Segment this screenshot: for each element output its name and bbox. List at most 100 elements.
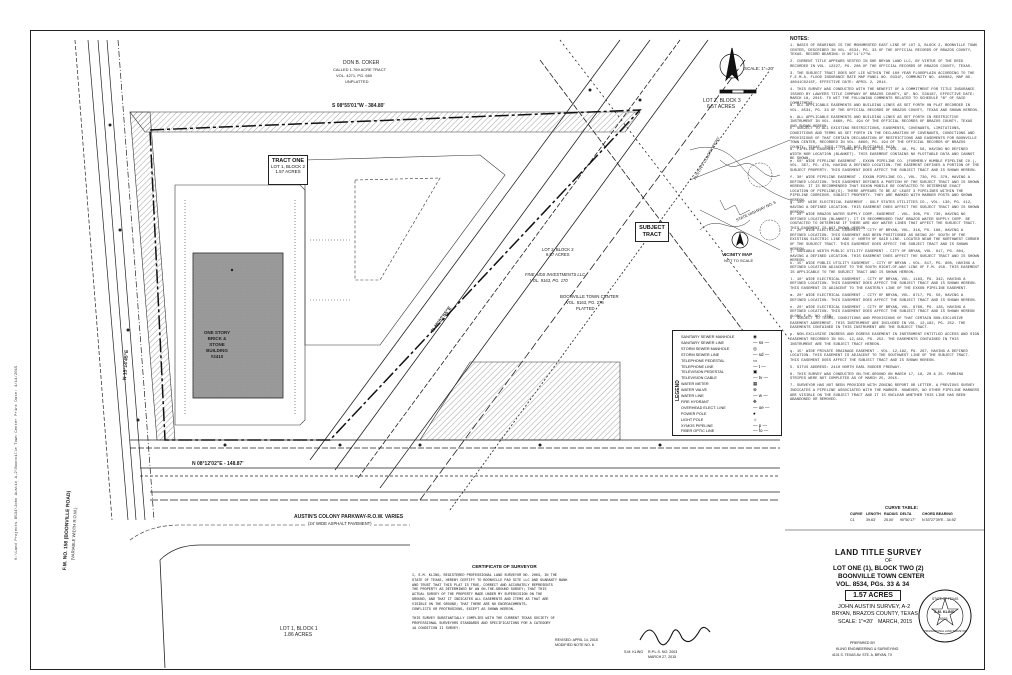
legend-item-label: FIRE HYDRANT [681,399,710,404]
survey-name: JOHN AUSTIN SURVEY, A-2 [838,604,911,610]
fine-aids-label: FINE AIDS INVESTMENTS LLC [525,272,586,277]
curve-table-cell: C1 [850,518,855,522]
certificate-line: I, S.M. KLING, REGISTERED PROFESSIONAL L… [412,574,557,578]
survey-vol-line: VOL. 8534, PGs. 33 & 34 [836,581,910,588]
curve-table-cell: 25.00' [884,518,894,522]
note-item: i. 20' WIDE ELECTRICAL EASEMENT - CITY O… [790,229,980,252]
survey-title: LAND TITLE SURVEY [835,548,922,557]
note-item: g. 100' WIDE ELECTRICAL EASEMENT - GULF … [790,201,980,215]
certificate-block: CERTIFICATE OF SURVEYOR I, S.M. KLING, R… [412,560,602,660]
note-item: 5. SITUS ADDRESS: 2410 NORTH EARL RUDDER… [790,365,902,370]
lot-1-block-1-acres: 1.86 ACRES [284,632,313,638]
legend-symbol-icon: — sd — [753,351,770,357]
surveyor-seal [918,589,972,643]
south-line-bearing: N 08°12'02"E - 148.87' [190,461,246,467]
legend-symbol-icon: ▣ [753,369,758,375]
legend-symbol-icon: ● [753,410,756,416]
don-coker-unplat: UNPLATTED [345,79,369,84]
legend-symbol-icon: ☼ [753,416,758,422]
curve-table-header: DELTA [900,512,912,516]
legend-item-label: STORM SEWER LINE [681,352,720,357]
tract-one-box: TRACT ONE LOT 1, BLOCK 2 1.57 ACRES [268,155,308,185]
legend-symbol-icon: — t — [753,363,766,369]
legend-item-label: TELEVISION CABLE [681,376,717,381]
note-item: j. VARIABLE WIDTH PUBLIC UTILITY EASEMEN… [790,250,980,264]
legend-symbol-icon: — tv — [753,375,769,381]
curve-table-header: LENGTH [866,512,881,516]
note-item: h. 20' WIDE BRAZOS WATER SUPPLY CORP. EA… [790,213,977,231]
scale-bar [719,89,757,94]
prepared-by: PREPARED BY [850,641,876,645]
legend-symbol-icon: ▦ [753,381,758,387]
vicinity-map-label: VICINITY MAP [722,252,753,257]
legend-symbol-icon: ◉ [753,334,757,339]
subject-label: SUBJECT [639,225,665,231]
west-easement [129,111,176,441]
boonville-vol: VOL. 8163, PG. 276 [566,300,604,305]
legend-item-label: TELEVISION PEDESTAL [681,370,724,375]
curve-table-cell: 39.63' [866,518,876,522]
note-item: 2. CURRENT TITLE APPEARS VESTED IN SHE B… [790,60,973,69]
fine-aids-vol: VOL. 9163, PG. 170 [530,278,568,283]
certificate-line: STATE OF TEXAS, HEREBY CERTIFY TO BOONVI… [412,578,568,583]
legend-item-label: POWER POLE [681,411,707,416]
austins-colony-label: AUSTIN'S COLONY PARKWAY-R.O.W. VARIES [292,514,406,520]
boonville-platted: PLATTED [576,306,595,311]
vicinity-not-to-scale: NOT TO SCALE [724,258,754,263]
signature-name: S.M. KLING [624,650,644,654]
seal-state: STATE OF TEXAS [932,597,959,601]
seal-name: S.M. KLING [934,610,955,614]
note-item: f. 30' WIDE PIPELINE EASEMENT - EXXON PI… [790,176,980,203]
curve-table-title: CURVE TABLE: [885,505,919,510]
vicinity-north-arrow [731,231,749,249]
legend-item-label: WATER LINE [681,394,704,398]
signature-date: MARCH 27, 2015 [648,655,677,659]
note-item: a. ALL APPLICABLE EASEMENTS AND BUILDING… [790,104,980,113]
certificate-line: ACTUAL SURVEY OF THE PROPERTY MADE UNDER… [412,593,543,598]
lot-1-block-1-label: LOT 1, BLOCK 1 [280,626,318,632]
don-coker-vol: VOL. 4271, PG. 669 [336,73,373,78]
don-coker-label: DON B. COKER [343,60,380,66]
lot-2-block-2-acres: 6.57 ACRES [546,252,570,257]
legend-item-label: FIBER OPTIC LINE [681,429,715,434]
curve-table-cell: 90°50'17" [900,518,916,522]
legend-item-label: XYMOS PIPELINE [681,423,713,428]
firm-name: KLING ENGINEERING & SURVEYING [836,647,899,651]
legend-item-label: SANITARY SEWER MANHOLE [681,335,735,339]
certificate-line: PROFESSIONAL SURVEYORS STANDARDS AND SPE… [412,622,551,626]
legend-item-label: TELEPHONE PEDESTAL [681,358,725,363]
don-coker-sub: CALLED 1.769 ACRE TRACT [333,67,387,72]
note-item: n. 20' WIDE ELECTRICAL EASEMENT - CITY O… [790,305,975,319]
certificate-line: GROUND, AND THAT IT INDICATES ALL EASEME… [412,598,549,602]
note-item: q. 15' WIDE PRIVATE DRAINAGE EASEMENT - … [790,349,971,363]
certificate-line: AND TRUST THAT THIS PLAT IS TRUE, CORREC… [412,583,553,588]
lot-2-block-3-label: LOT 2, BLOCK 3 [703,98,741,104]
legend-item-label: SANITARY SEWER LINE [681,340,725,345]
note-item: 3. THE SUBJECT TRACT DOES NOT LIE WITHIN… [790,71,975,85]
curve-table-header: RADIUS [884,512,898,516]
parking-lots [174,154,506,426]
sheet-border [30,30,985,670]
tract-one-title: TRACT ONE [271,158,305,164]
lot-2-block-3-acres: 6.57 ACRES [707,104,736,110]
legend-symbol-icon: ▭ [753,357,758,363]
revised-date: REVISED: APRIL 14, 2015 [555,638,598,642]
note-item: 4. THIS SURVEY WAS CONDUCTED WITH THE BE… [790,88,975,106]
legend-symbol-icon: ✥ [753,398,757,404]
legend-box: LEGEND SANITARY SEWER MANHOLE◉SANITARY S… [672,330,782,436]
signature-rpls: R.P.L.S. NO. 2003 [648,650,678,654]
legend-symbol-icon: — p — [753,422,768,428]
legend-item-label: WATER METER [681,382,709,387]
note-item: d. PIPELINE EASEMENT - HUMBLE PIPELINE C… [790,148,975,162]
certificate-line: CONFLICTS OR PROTRUSIONS, EXCEPT AS SHOW… [412,607,515,612]
certificate-line: VISIBLE ON THE GROUND; THAT THERE ARE NO… [412,602,528,607]
note-item: b. ALL APPLICABLE EASEMENTS AND BUILDING… [790,115,973,129]
note-item: e. 50' WIDE PIPELINE EASEMENT - EXXON PI… [790,159,980,173]
note-item: p. NON-EXCLUSIVE INGRESS AND EGRESS EASE… [790,333,980,347]
north-line-bearing: S 08°55'01"W - 384.80' [330,103,387,109]
survey-town-center: BOONVILLE TOWN CENTER [838,573,925,580]
note-item: k. 15' WIDE PUBLIC UTILITY EASEMENT - CI… [790,261,980,275]
curve-table-header: CHORD BEARING [922,512,953,516]
